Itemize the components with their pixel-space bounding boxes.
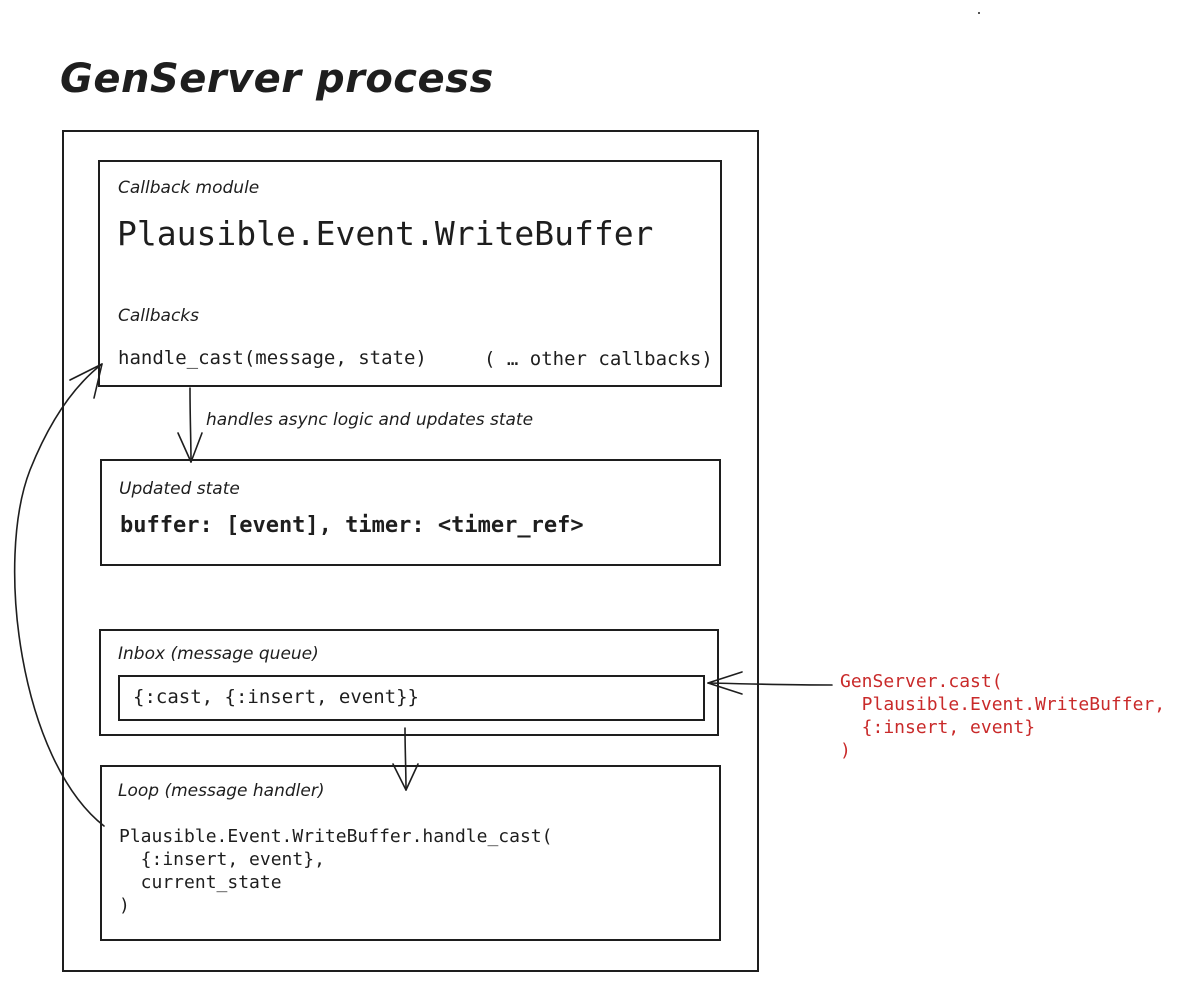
loop-box: Loop (message handler) Plausible.Event.W… bbox=[100, 765, 721, 941]
arrow-call-to-inbox bbox=[707, 682, 833, 686]
updated-state-box: Updated state buffer: [event], timer: <t… bbox=[100, 459, 721, 566]
speck-dot bbox=[978, 12, 980, 14]
arrow-callback-to-state bbox=[189, 387, 192, 463]
arrow-callback-to-state-head bbox=[177, 432, 203, 463]
loop-label: Loop (message handler) bbox=[118, 781, 325, 801]
inbox-message: {:cast, {:insert, event}} bbox=[133, 686, 419, 708]
handle-cast-callback: handle_cast(message, state) bbox=[118, 347, 427, 369]
inbox-box: Inbox (message queue) {:cast, {:insert, … bbox=[99, 629, 719, 736]
arrow-loop-to-callback bbox=[13, 363, 105, 827]
inbox-message-box: {:cast, {:insert, event}} bbox=[118, 675, 705, 721]
other-callbacks: ( … other callbacks) bbox=[484, 348, 713, 370]
callbacks-label: Callbacks bbox=[118, 306, 199, 326]
loop-handle-cast-code: Plausible.Event.WriteBuffer.handle_cast(… bbox=[119, 826, 553, 916]
genserver-process-box bbox=[62, 130, 759, 972]
inbox-label: Inbox (message queue) bbox=[118, 644, 319, 664]
arrow-inbox-to-loop bbox=[404, 727, 407, 791]
callback-module-box: Callback module Plausible.Event.WriteBuf… bbox=[98, 160, 722, 387]
updated-state-label: Updated state bbox=[119, 479, 240, 499]
callback-module-label: Callback module bbox=[118, 178, 260, 198]
arrow-inbox-to-loop-head bbox=[392, 763, 419, 791]
updated-state-value: buffer: [event], timer: <timer_ref> bbox=[120, 513, 584, 538]
arrow-call-to-inbox-head bbox=[707, 671, 743, 695]
genserver-cast-call: GenServer.cast( Plausible.Event.WriteBuf… bbox=[840, 671, 1166, 761]
diagram-title: GenServer process bbox=[60, 56, 494, 102]
arrow-loop-to-callback-head bbox=[69, 363, 103, 399]
module-name: Plausible.Event.WriteBuffer bbox=[117, 214, 654, 253]
arrow-label-async-logic: handles async logic and updates state bbox=[206, 410, 534, 430]
